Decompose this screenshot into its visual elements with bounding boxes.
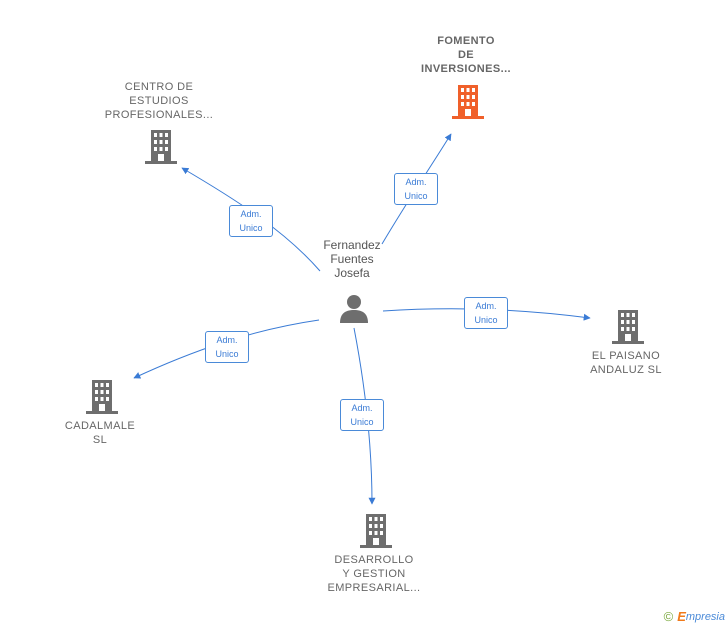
edge-label-centro[interactable]: Adm. Unico — [229, 205, 273, 237]
company-label-cadalmale[interactable]: CADALMALE SL — [64, 420, 136, 446]
company-label-fomento[interactable]: FOMENTO DE INVERSIONES... — [421, 35, 511, 75]
building-icon-cadalmale[interactable] — [86, 380, 118, 414]
person-name[interactable]: Fernandez Fuentes Josefa — [323, 238, 381, 280]
company-label-desarrollo[interactable]: DESARROLLO Y GESTION EMPRESARIAL... — [327, 554, 421, 594]
brand-logo-initial: E — [677, 609, 686, 624]
person-icon[interactable] — [338, 292, 370, 324]
building-icon-paisano[interactable] — [612, 310, 644, 344]
edge-label-fomento[interactable]: Adm. Unico — [394, 173, 438, 205]
edge-label-cadalmale[interactable]: Adm. Unico — [205, 331, 249, 363]
building-icon-desarrollo[interactable] — [360, 514, 392, 548]
empresia-footer[interactable]: © E mpresia — [664, 609, 725, 624]
building-icon-centro[interactable] — [145, 130, 177, 164]
edge-label-desarrollo[interactable]: Adm. Unico — [340, 399, 384, 431]
edge-label-paisano[interactable]: Adm. Unico — [464, 297, 508, 329]
building-icon-fomento[interactable] — [452, 85, 484, 119]
brand-logo-text: mpresia — [685, 610, 725, 623]
company-label-paisano[interactable]: EL PAISANO ANDALUZ SL — [590, 350, 662, 376]
copyright-symbol: © — [663, 609, 674, 624]
company-label-centro[interactable]: CENTRO DE ESTUDIOS PROFESIONALES... — [104, 81, 214, 121]
